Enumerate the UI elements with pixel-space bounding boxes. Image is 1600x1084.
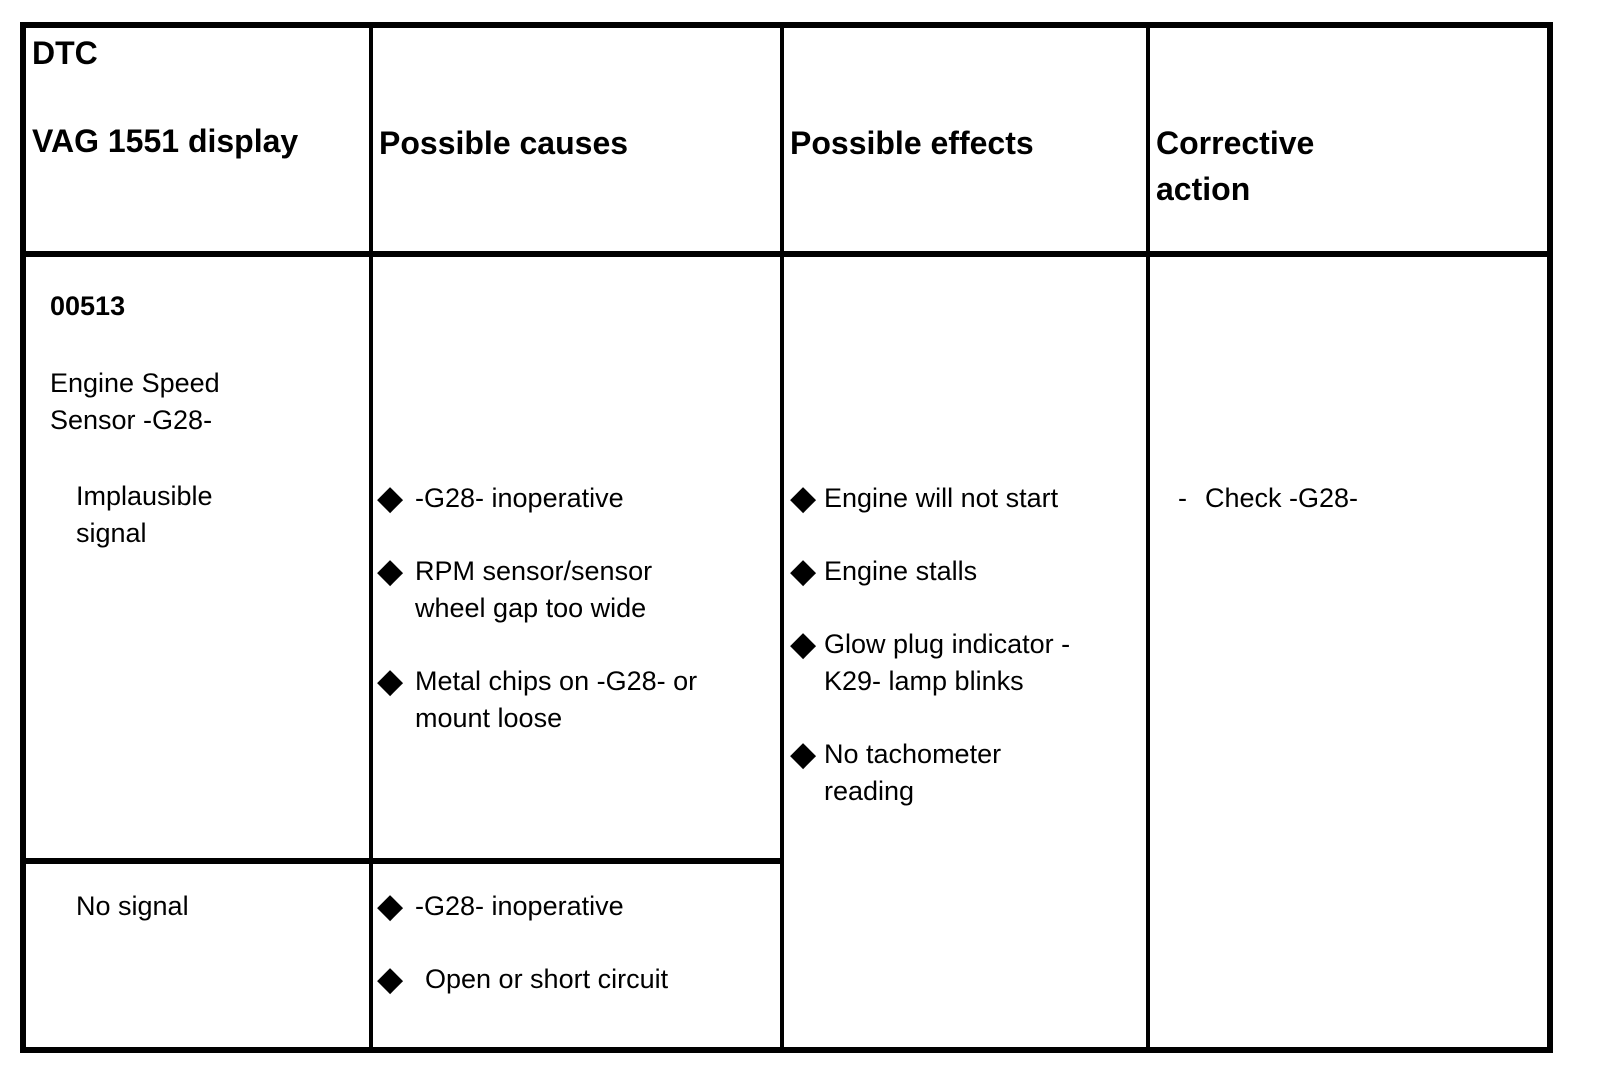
display-text-line1: Implausible (76, 481, 213, 511)
effect-text: Engine will not start (824, 483, 1059, 513)
dtc-fault-name-line1: Engine Speed (50, 368, 220, 398)
display-text-no-signal: No signal (76, 891, 189, 921)
dtc-code: 00513 (50, 291, 126, 321)
dash-bullet: - (1178, 483, 1187, 513)
effect-text: Engine stalls (824, 556, 978, 586)
display-text-implausible-signal: Implausible signal (76, 478, 361, 552)
cause-text: Metal chips on -G28- or mount loose (415, 666, 698, 733)
list-item: ◆ RPM sensor/sensor wheel gap too wide (377, 553, 776, 627)
header-corrective-label-line1: Corrective (1156, 125, 1315, 161)
cell-dtc-no-signal: No signal (26, 858, 369, 1047)
list-item: ◆ Open or short circuit (377, 961, 776, 998)
cause-text: Open or short circuit (425, 964, 669, 994)
cell-causes-implausible-signal: ◆ -G28- inoperative ◆ RPM sensor/sensor … (369, 257, 780, 858)
header-vag-display-label: VAG 1551 display (32, 123, 299, 159)
dtc-fault-name: Engine Speed Sensor -G28- (50, 365, 361, 439)
display-text-line2: signal (76, 518, 147, 548)
corrective-action-text: Check -G28- (1205, 483, 1359, 513)
bullet-diamond-icon: ◆ (377, 478, 404, 518)
cell-corrective-action: - Check -G28- (1146, 257, 1547, 1047)
list-item: ◆ Engine will not start (790, 480, 1142, 517)
cell-causes-no-signal: ◆ -G28- inoperative ◆ Open or short circ… (369, 858, 780, 1047)
bullet-diamond-icon: ◆ (377, 959, 404, 999)
bullet-diamond-icon: ◆ (790, 551, 817, 591)
list-item: ◆ -G28- inoperative (377, 888, 776, 925)
cell-dtc-implausible-signal: 00513 Engine Speed Sensor -G28- Implausi… (26, 257, 369, 858)
header-cell-possible-causes: Possible causes (369, 28, 780, 257)
effect-text: No tachometer reading (824, 739, 1002, 806)
dtc-table: DTC VAG 1551 display Possible causes Pos… (20, 22, 1553, 1053)
list-item: ◆ No tachometer reading (790, 736, 1142, 810)
list-item: ◆ -G28- inoperative (377, 480, 776, 517)
header-dtc-label: DTC (32, 35, 98, 71)
bullet-diamond-icon: ◆ (377, 551, 404, 591)
header-effects-label: Possible effects (790, 125, 1034, 161)
bullet-diamond-icon: ◆ (790, 478, 817, 518)
effect-text: Glow plug indicator - K29- lamp blinks (824, 629, 1071, 696)
header-cell-dtc-display: DTC VAG 1551 display (26, 28, 369, 257)
list-item: ◆ Glow plug indicator - K29- lamp blinks (790, 626, 1142, 700)
header-cell-corrective-action: Corrective action (1146, 28, 1547, 257)
bullet-diamond-icon: ◆ (790, 734, 817, 774)
header-causes-label: Possible causes (379, 125, 629, 161)
bullet-diamond-icon: ◆ (377, 661, 404, 701)
bullet-diamond-icon: ◆ (377, 886, 404, 926)
dtc-fault-name-line2: Sensor -G28- (50, 405, 213, 435)
header-cell-possible-effects: Possible effects (780, 28, 1146, 257)
cause-text: -G28- inoperative (415, 483, 624, 513)
cell-possible-effects: ◆ Engine will not start ◆ Engine stalls … (780, 257, 1146, 1047)
bullet-diamond-icon: ◆ (790, 624, 817, 664)
cause-text: -G28- inoperative (415, 891, 624, 921)
list-item: ◆ Engine stalls (790, 553, 1142, 590)
list-item: ◆ Metal chips on -G28- or mount loose (377, 663, 776, 737)
corrective-action-item: - Check -G28- (1178, 480, 1539, 517)
header-corrective-label-line2: action (1156, 171, 1251, 207)
cause-text: RPM sensor/sensor wheel gap too wide (415, 556, 653, 623)
